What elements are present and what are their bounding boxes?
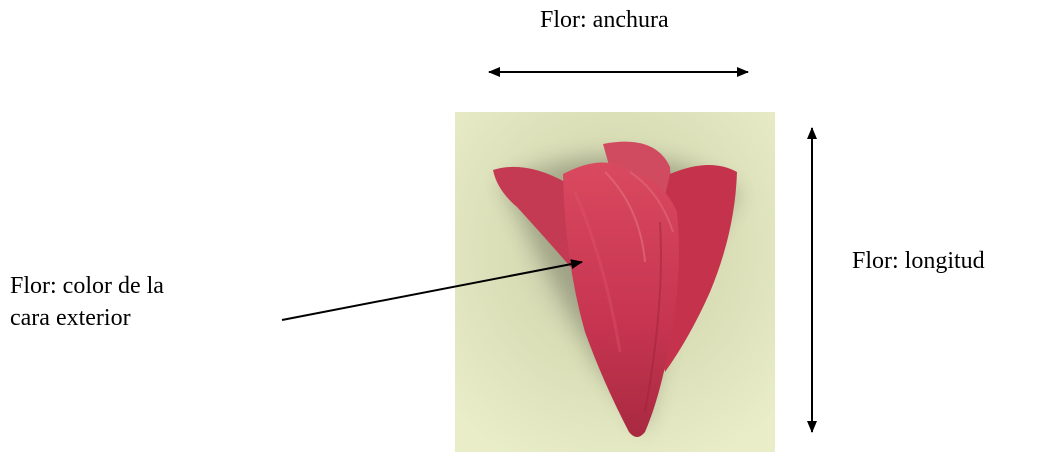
flower-outer-color-label-line1: Flor: color de la (10, 270, 164, 302)
flower-photo (455, 112, 775, 452)
flower-outer-color-label-line2: cara exterior (10, 302, 164, 334)
flower-width-label: Flor: anchura (540, 4, 669, 36)
flower-length-label: Flor: longitud (852, 245, 985, 277)
flower-outer-color-label: Flor: color de la cara exterior (10, 270, 164, 334)
